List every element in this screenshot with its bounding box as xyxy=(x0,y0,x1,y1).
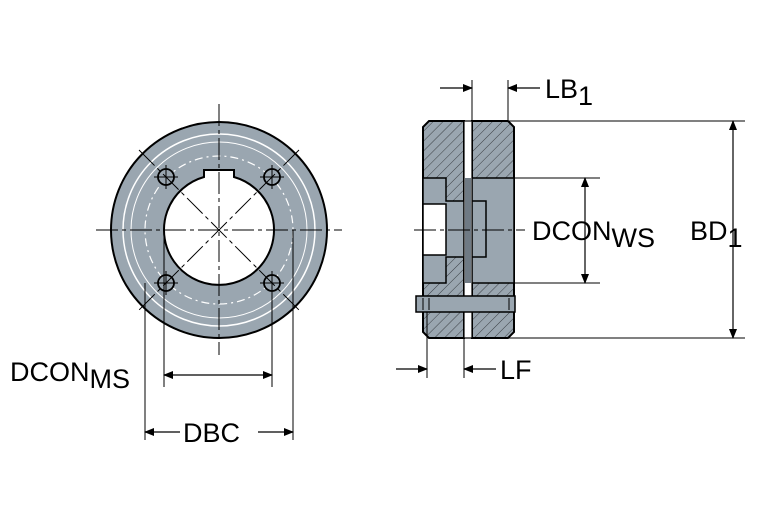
bd-label: BD1 xyxy=(690,216,743,253)
lf-label: LF xyxy=(500,355,532,385)
lb-label: LB1 xyxy=(545,74,593,111)
front-centerlines xyxy=(96,104,342,355)
bolt-thread-lines xyxy=(422,298,510,310)
bolt-holes xyxy=(154,165,284,295)
dcon-ms-label: DCONMS xyxy=(10,357,130,394)
right-flange-key xyxy=(471,200,487,258)
dbc-label: DBC xyxy=(183,418,240,448)
front-extension-lines xyxy=(144,230,294,440)
dcon-ws-label: DCONWS xyxy=(532,216,655,253)
bolt-shank xyxy=(415,295,516,313)
front-view: DCONMS DBC xyxy=(10,104,342,448)
side-view: LB1 DCONWS BD1 LF xyxy=(396,74,745,385)
